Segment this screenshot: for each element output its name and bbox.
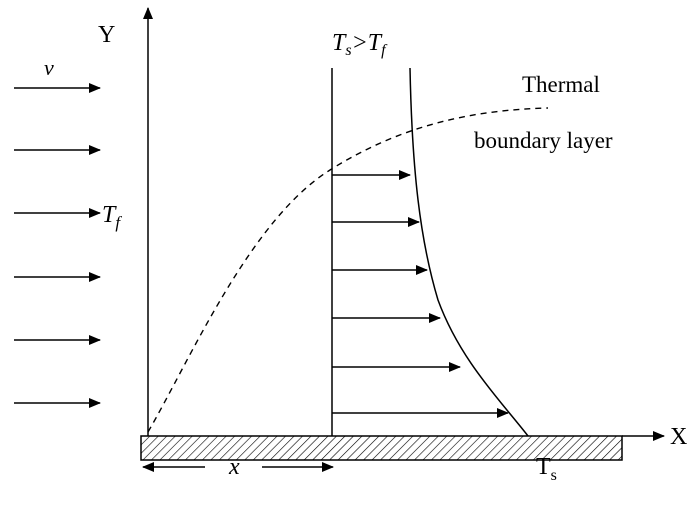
thermal-label-line2: boundary layer bbox=[474, 128, 613, 153]
y-axis-label: Y bbox=[98, 22, 115, 48]
surface-temperature-label: Ts bbox=[536, 454, 557, 484]
free-stream-temperature-label: Tf bbox=[102, 202, 122, 232]
temperature-condition-label: Ts>Tf bbox=[332, 30, 388, 59]
thermal-boundary-layer-curve bbox=[147, 107, 549, 433]
x-axis-label: X bbox=[670, 424, 687, 450]
free-stream-arrows bbox=[14, 83, 101, 408]
thermal-label-line1: Thermal bbox=[522, 72, 600, 97]
heated-plate bbox=[140, 435, 623, 461]
velocity-label: v bbox=[44, 55, 54, 80]
profile-arrows bbox=[332, 170, 509, 418]
distance-label: x bbox=[228, 454, 240, 480]
temperature-profile-curve bbox=[409, 67, 529, 437]
